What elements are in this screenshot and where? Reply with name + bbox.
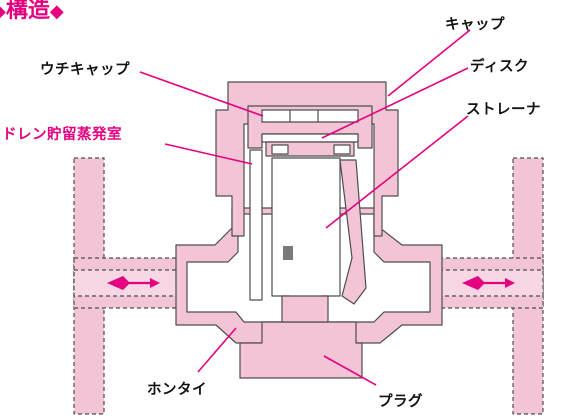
diamond-marker-icon: ◆	[49, 1, 64, 22]
leader-plug	[323, 355, 377, 386]
section-title-text: 構造	[5, 0, 50, 23]
label-strainer: ストレーナ	[466, 102, 541, 118]
leader-cap	[387, 29, 471, 97]
drain-chamber	[249, 149, 263, 301]
leader-disc	[321, 67, 469, 139]
plug-stem	[281, 295, 329, 323]
leader-body	[197, 327, 237, 373]
strainer	[271, 157, 341, 319]
label-cap: キャップ	[445, 17, 505, 33]
label-drain-chamber: ドレン貯留蒸発室	[2, 127, 122, 143]
label-inner-cap: ウチキャップ	[40, 62, 130, 78]
label-body: ホンタイ	[147, 382, 207, 398]
section-title: ◆構造◆	[0, 0, 64, 24]
disc	[261, 133, 359, 143]
leader-inner-cap	[139, 71, 264, 117]
diamond-marker-icon: ◆	[0, 1, 6, 22]
flow-arrow-icon	[462, 276, 515, 290]
inner-cap-slot	[261, 109, 359, 123]
label-disc: ディスク	[470, 59, 529, 75]
pipe-bore	[73, 269, 544, 297]
strainer-side-vane	[339, 159, 367, 305]
leader-strainer	[325, 115, 469, 229]
flow-arrow-icon	[107, 276, 160, 290]
label-plug: プラグ	[378, 394, 423, 410]
leader-drain-chamber	[164, 143, 253, 165]
strainer-mesh	[283, 246, 293, 260]
